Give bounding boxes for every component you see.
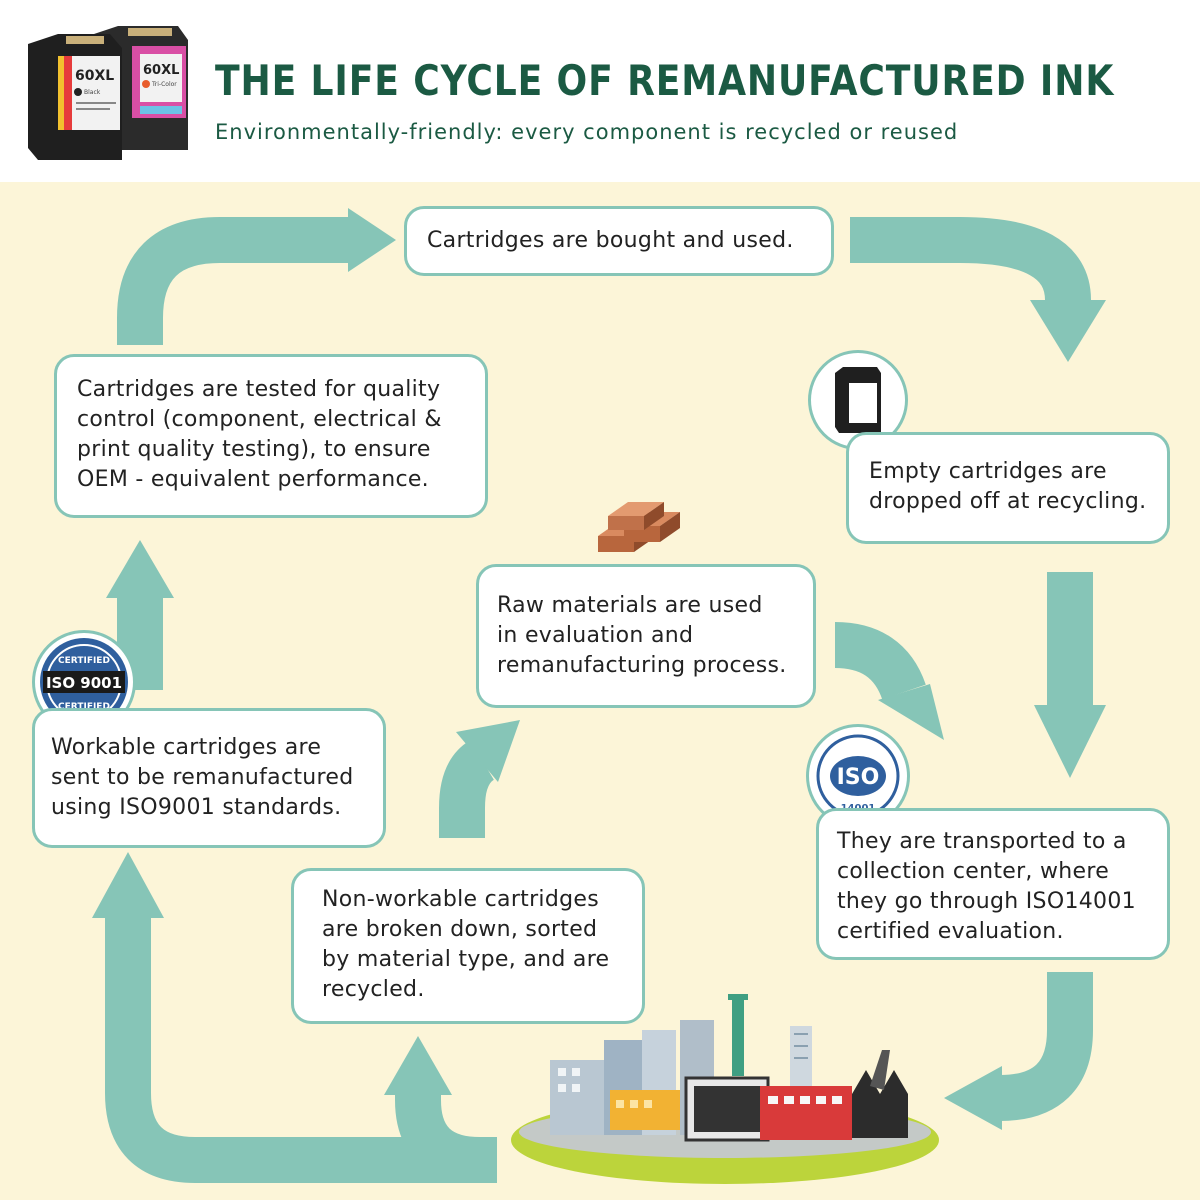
arrowhead-tested-to-bought <box>348 208 396 272</box>
header: 60XL Tri-Color 60XL Black THE LIFE CYCLE… <box>0 0 1200 182</box>
step-cartridges-bought: Cartridges are bought and used. <box>404 206 834 276</box>
step-dropped-off: Empty cartridges are dropped off at recy… <box>846 432 1170 544</box>
black-cartridge-label: 60XL <box>75 68 114 84</box>
arrowhead-transported-to-factory <box>944 1066 1002 1130</box>
arrow-factory-to-workable <box>105 918 497 1183</box>
iso9001-certified-top: CERTIFIED <box>58 656 110 666</box>
cartridge-pair-icon: 60XL Tri-Color 60XL Black <box>28 26 188 160</box>
black-cartridge: 60XL Black <box>28 34 122 160</box>
arrowhead-nonworkable-to-raw <box>456 720 520 782</box>
iso9001-text: ISO 9001 <box>46 674 122 692</box>
page-subtitle: Environmentally-friendly: every componen… <box>215 120 959 144</box>
arrowhead-dropped-to-transported <box>1034 705 1106 778</box>
arrow-transported-to-factory <box>999 972 1093 1121</box>
step-nonworkable: Non-workable cartridges are broken down,… <box>291 868 645 1024</box>
iso9001-certified-bottom: CERTIFIED <box>58 702 110 712</box>
copper-bars <box>598 502 680 552</box>
arrowhead-factory-to-nonworkable <box>384 1036 452 1095</box>
step-tested: Cartridges are tested for quality contro… <box>54 354 488 518</box>
arrow-factory-to-nonworkable <box>395 1077 503 1183</box>
black-cartridge-sublabel: Black <box>84 89 101 96</box>
iso9001-seal-icon: ISO 9001 CERTIFIED CERTIFIED <box>40 638 128 726</box>
arrow-bought-to-dropped <box>850 217 1091 302</box>
arrowhead-workable-to-tested <box>106 540 174 598</box>
arrow-nonworkable-to-raw <box>439 740 496 838</box>
arrowhead-factory-to-workable <box>92 852 164 918</box>
step-transported: They are transported to a collection cen… <box>816 808 1170 960</box>
arrowhead-bought-to-dropped <box>1030 300 1106 362</box>
color-cartridge-label: 60XL <box>143 63 179 78</box>
step-workable: Workable cartridges are sent to be reman… <box>32 708 386 848</box>
ink-cartridge-icon <box>835 367 881 433</box>
page-title: THE LIFE CYCLE OF REMANUFACTURED INK <box>215 56 1115 105</box>
arrowhead-raw-to-transported <box>878 684 944 740</box>
arrow-tested-to-bought <box>117 217 350 345</box>
factory-illustration <box>511 994 939 1184</box>
color-cartridge-sublabel: Tri-Color <box>151 81 177 88</box>
iso14001-text: ISO <box>837 765 880 790</box>
step-raw-materials: Raw materials are used in evaluation and… <box>476 564 816 708</box>
arrow-raw-to-transported <box>834 622 926 701</box>
copper-bars-icon <box>592 486 680 574</box>
